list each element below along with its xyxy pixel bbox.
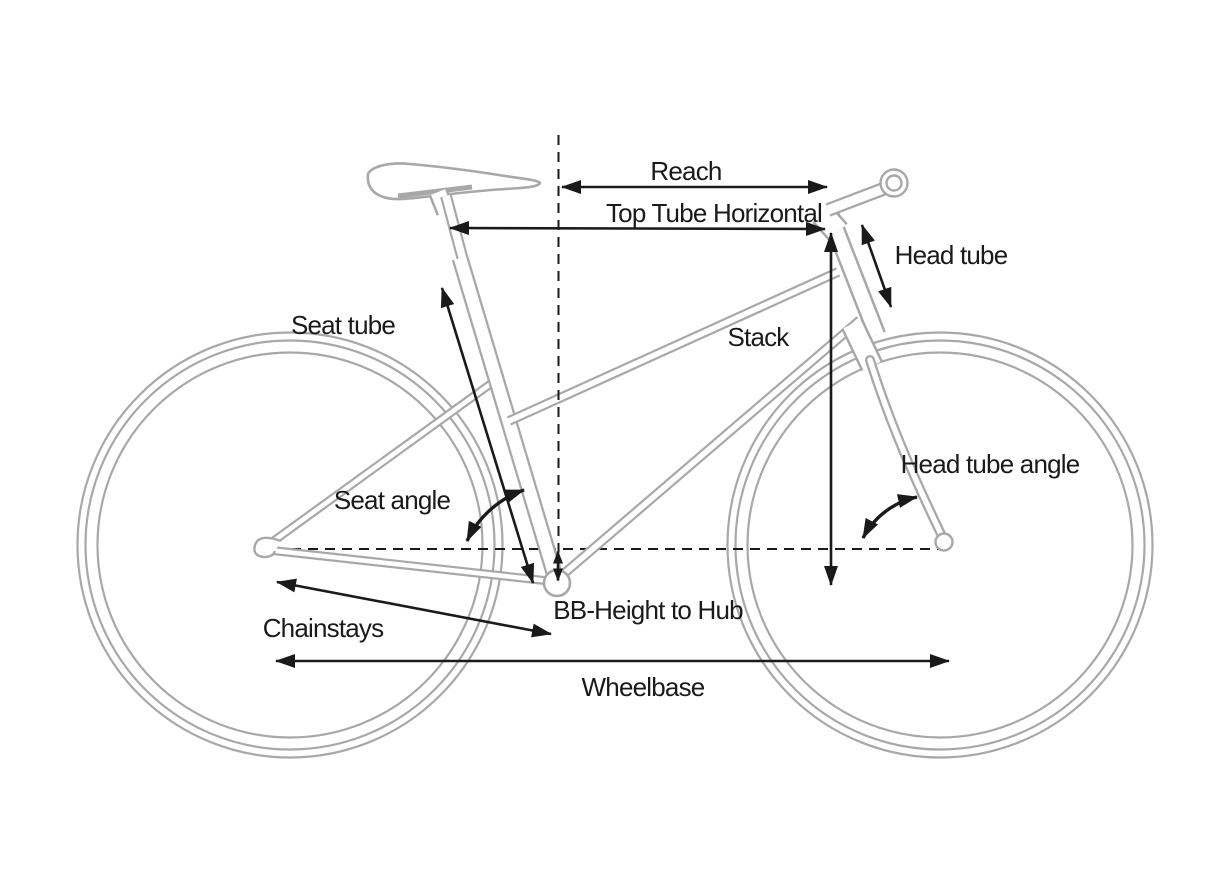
seat-tube-fill (454, 256, 563, 585)
front-wheel (726, 331, 1154, 759)
handlebar-ring-inner (885, 174, 903, 192)
head-tube-angle-arc (861, 494, 918, 539)
reach-label: Reach (650, 156, 721, 186)
seat-angle-label: Seat angle (334, 485, 451, 515)
front-dropout (934, 532, 954, 552)
top-tube-horizontal-arrow (449, 221, 826, 236)
chainstays-label: Chainstays (263, 613, 384, 643)
measurement-arrows (275, 180, 950, 668)
chainstays-arrow (276, 578, 552, 638)
bb-height-to-hub-label: BB-Height to Hub (553, 595, 743, 625)
seat-stay-fill (266, 378, 498, 547)
saddle-rail (397, 184, 473, 199)
fork-blade-fill (867, 357, 944, 537)
rear-tire-inner (84, 339, 496, 751)
stem-fill (826, 181, 893, 215)
labels: Reach Top Tube Horizontal Head tube Seat… (263, 156, 1081, 702)
rear-rim (96, 351, 484, 739)
seat-angle-arc (465, 488, 525, 542)
front-tire-inner (734, 339, 1146, 751)
head-tube-label: Head tube (895, 240, 1008, 270)
seat-tube-label: Seat tube (291, 310, 395, 340)
rear-wheel (76, 331, 504, 759)
stem-clamp-fill (814, 207, 846, 239)
top-tube-horizontal-label: Top Tube Horizontal (606, 198, 822, 228)
rear-dropout (253, 536, 282, 559)
saddle (366, 162, 542, 201)
front-tire-outer (726, 331, 1154, 759)
top-tube-fill (507, 269, 840, 424)
seat-post-fill (442, 195, 468, 265)
head-tube-arrow (860, 224, 893, 308)
stack-label: Stack (727, 322, 790, 352)
head-tube-angle-label: Head tube angle (901, 449, 1080, 479)
chain-stay-fill (267, 547, 550, 584)
wheelbase-label: Wheelbase (582, 672, 705, 702)
front-rim (746, 351, 1134, 739)
down-tube-fill (558, 317, 862, 580)
rear-tire-outer (76, 331, 504, 759)
